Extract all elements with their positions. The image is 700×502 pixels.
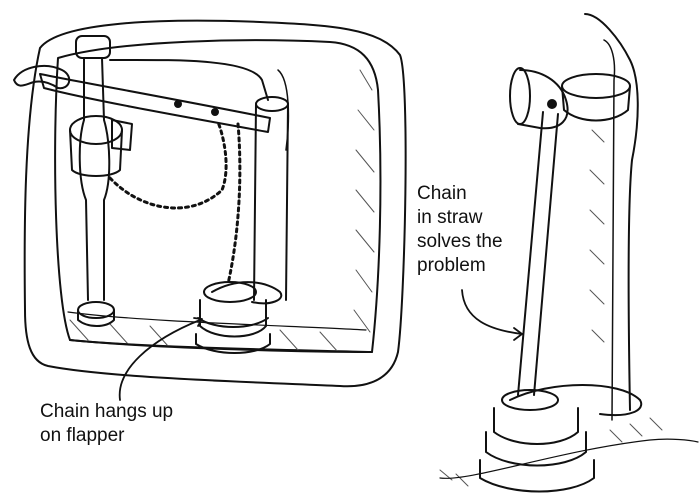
callout-left-line-1: Chain hangs up [40, 401, 174, 422]
callout-chain-hangs-up: Chain hangs up on flapper [40, 400, 173, 448]
right-flush-arm [517, 69, 569, 130]
flapper-chain [108, 120, 242, 286]
callout-left-line-2: on flapper [40, 425, 125, 446]
tank-cutaway [13, 19, 407, 401]
callout-right-line-1: Chain [417, 183, 467, 204]
callout-right-line-3: solves the [417, 231, 503, 252]
straw-detail [439, 13, 699, 493]
callout-chain-in-straw: Chain in straw solves the problem [417, 182, 503, 278]
flush-lever-arm [39, 73, 271, 133]
flapper-valve [195, 281, 283, 354]
overflow-tube [253, 69, 290, 301]
overflow-pipe [584, 13, 639, 411]
tank-floor [69, 339, 373, 353]
callout-right-line-4: problem [417, 255, 486, 276]
flush-handle [13, 64, 71, 90]
callout-leader-left [118, 319, 201, 401]
tank-inner-wall [54, 39, 382, 353]
refill-tube [109, 58, 269, 101]
fill-valve [69, 35, 133, 327]
right-flapper [479, 384, 643, 493]
tank-wall-hatching [69, 69, 375, 353]
chain-straw [517, 111, 559, 396]
tank-outer-wall [23, 19, 407, 388]
callout-leader-right [461, 289, 523, 335]
callout-right-line-2: in straw [417, 207, 483, 228]
